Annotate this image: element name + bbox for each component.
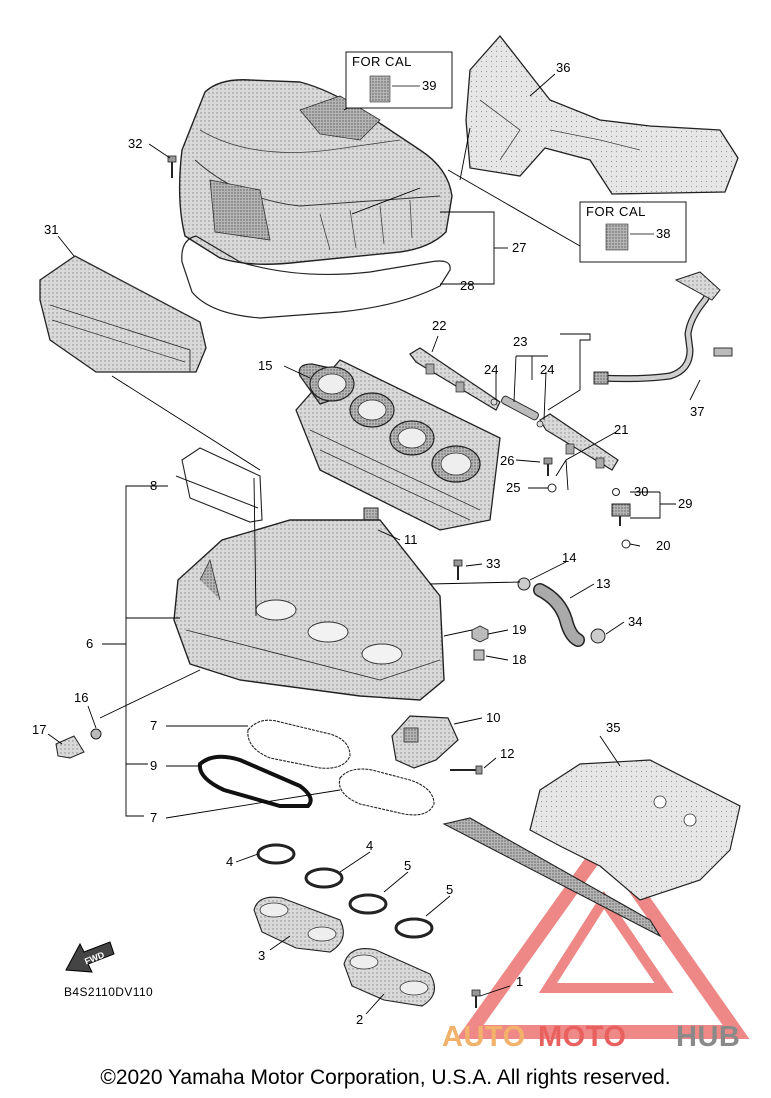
intake-boot-3 [253,896,344,953]
fuel-joint [490,395,544,428]
callout-4-left: 4 [226,854,233,869]
callout-26: 26 [500,453,514,468]
bolt-26 [543,457,553,476]
callout-21: 21 [614,422,628,437]
callout-5-upper: 5 [404,858,411,873]
callout-29: 29 [678,496,692,511]
air-box-cover [178,79,453,265]
watermark-logo: AUTO MOTO HUB [442,1021,740,1053]
callout-12: 12 [500,746,514,761]
intake-boot-2 [343,948,436,1007]
callout-24-left: 24 [484,362,498,377]
callout-7-lower: 7 [150,810,157,825]
heat-shield-35 [442,759,741,938]
heat-shield-plate [465,34,739,195]
gasket-7-lower [338,768,435,816]
o-ring-20 [621,539,631,549]
watermark-part-2: MOTO [538,1021,626,1053]
throttle-body-assembly [295,359,501,531]
air-box-case [173,519,445,701]
callout-16: 16 [74,690,88,705]
seal-9 [197,754,313,808]
callout-33: 33 [486,556,500,571]
bolt-33 [453,559,463,580]
callout-24-right: 24 [540,362,554,377]
callout-35: 35 [606,720,620,735]
leader-lines [47,73,701,1015]
callout-17: 17 [32,722,46,737]
bracket-17 [55,735,85,759]
o-ring-25 [547,483,557,493]
callout-37: 37 [690,404,704,419]
clamp-4-right [304,867,344,889]
callout-3: 3 [258,948,265,963]
callout-25: 25 [506,480,520,495]
air-box-gasket [175,447,263,523]
fuel-injector-29 [611,503,631,526]
screw [167,155,177,178]
clamp-5-right [394,917,434,939]
o-ring-30 [612,488,620,496]
fuel-rail-upper [409,347,501,411]
callout-30: 30 [634,484,648,499]
callout-32: 32 [128,136,142,151]
callout-1: 1 [516,974,523,989]
callout-39: 39 [422,78,436,93]
callout-27: 27 [512,240,526,255]
copyright-notice: ©2020 Yamaha Motor Corporation, U.S.A. A… [100,1066,671,1089]
nut-19 [471,625,489,643]
watermark-part-3: HUB [676,1021,740,1053]
callout-8: 8 [150,478,157,493]
hose-clamp-34 [590,628,606,644]
callout-2: 2 [356,1012,363,1027]
callout-13: 13 [596,576,610,591]
hose-clamp-14 [517,577,531,591]
fwd-arrow-icon: FWD [65,941,115,973]
callout-38: 38 [656,226,670,241]
breather-hose-fill [534,584,584,646]
callout-22: 22 [432,318,446,333]
callout-14: 14 [562,550,576,565]
callout-28: 28 [460,278,474,293]
for-cal-label: FOR CAL [352,54,412,69]
for-cal-label: FOR CAL [586,204,646,219]
callout-6: 6 [86,636,93,651]
callout-36: 36 [556,60,570,75]
callout-9: 9 [150,758,157,773]
callout-7-upper: 7 [150,718,157,733]
bolt-16 [90,728,102,740]
for-cal-box-lower: FOR CAL 38 [579,201,687,263]
callout-11: 11 [404,532,418,547]
gasket-7-upper [247,719,351,769]
watermark-part-1: AUTO [442,1021,526,1053]
fuel-rail-lower [539,413,619,471]
callout-20: 20 [656,538,670,553]
watermark-triangle [456,831,750,1039]
callout-23: 23 [513,334,527,349]
air-filter-element [39,255,207,373]
callout-5-lower: 5 [446,882,453,897]
clamp-5-left [348,893,388,915]
callout-31: 31 [44,222,58,237]
callout-4-right: 4 [366,838,373,853]
callout-10: 10 [486,710,500,725]
bolt-12 [450,765,483,775]
callout-18: 18 [512,652,526,667]
screw-1 [471,989,481,1008]
drawing-code: B4S2110DV110 [64,985,153,999]
control-valve [391,715,459,769]
bolt-18 [473,649,485,661]
callout-19: 19 [512,622,526,637]
callout-labels: 36 32 31 27 28 22 23 24 24 15 37 21 26 2… [32,60,704,1027]
callout-34: 34 [628,614,642,629]
air-box-cover-gasket [181,235,451,319]
fuel-hose [593,271,733,385]
clamp-4-left [256,843,296,865]
for-cal-box-upper: FOR CAL 39 [345,51,453,109]
callout-15: 15 [258,358,272,373]
